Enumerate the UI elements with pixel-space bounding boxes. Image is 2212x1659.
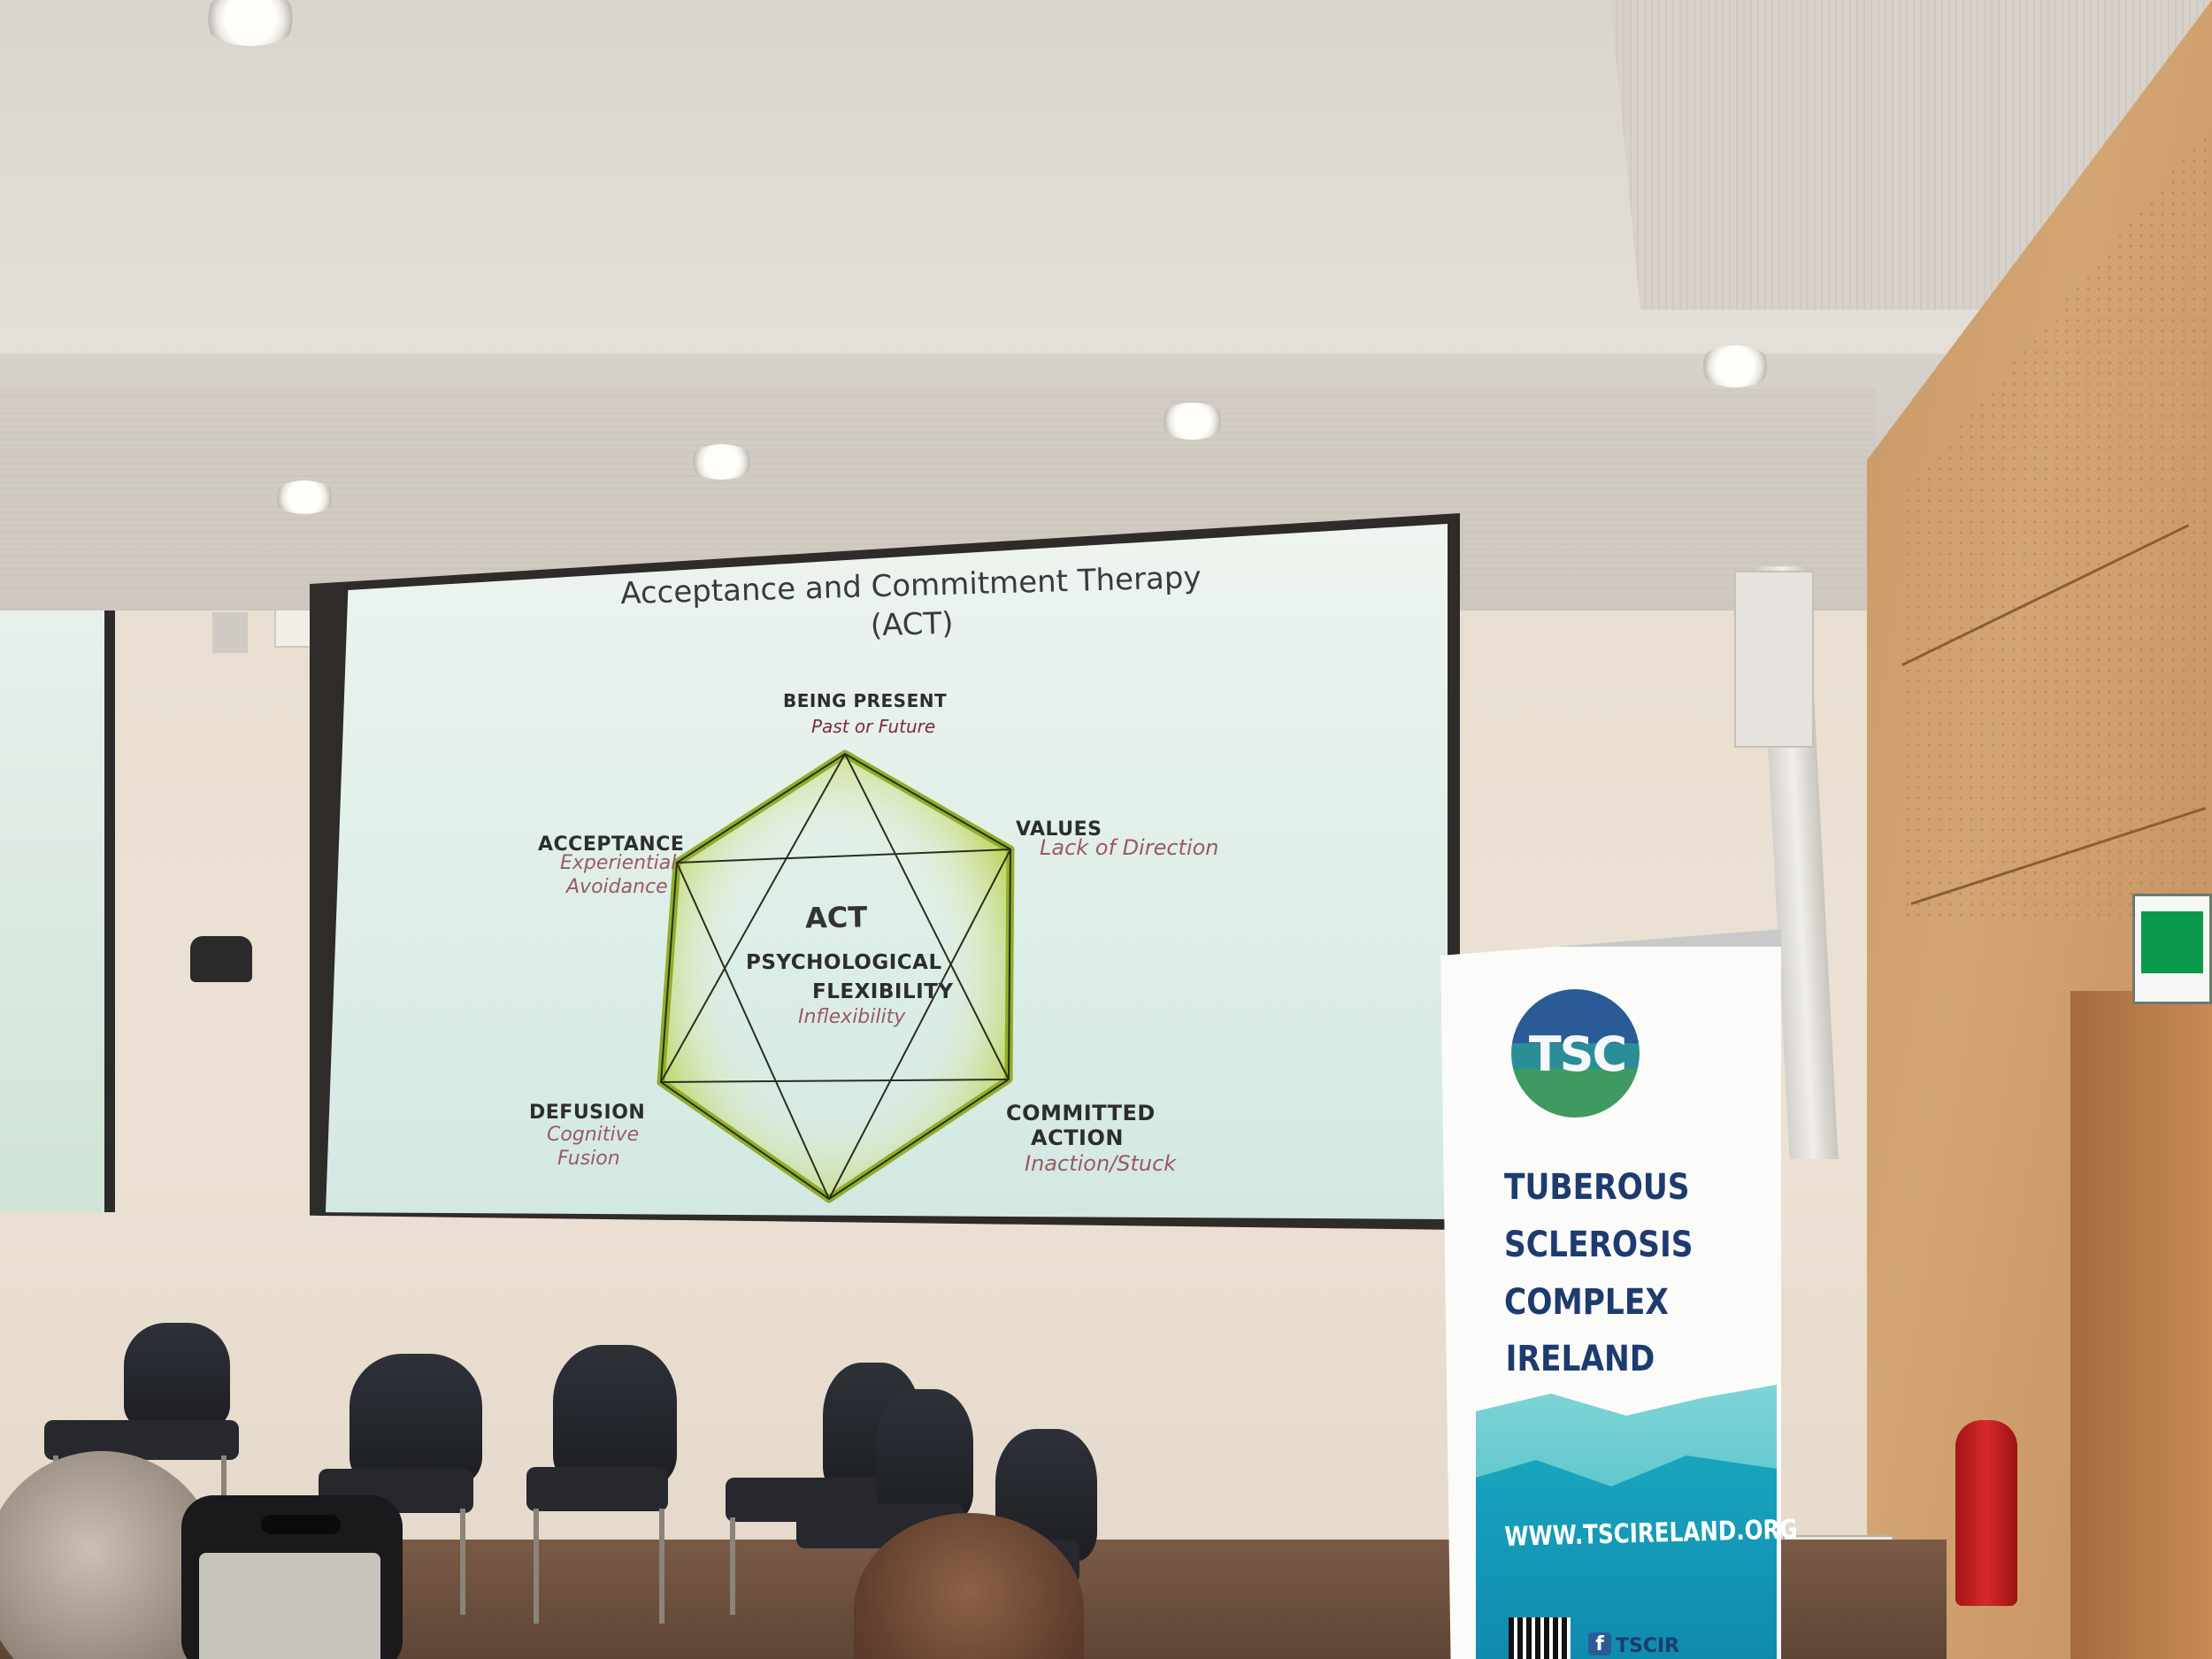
ptz-camera xyxy=(190,936,252,982)
tsc-logo xyxy=(1511,989,1640,1118)
values-label: VALUES xyxy=(1016,818,1102,841)
defusion-sub2: Fusion xyxy=(557,1148,620,1170)
banner-url: WWW.TSCIRELAND.ORG xyxy=(1504,1514,1799,1553)
banner-name-line: TUBEROUS xyxy=(1504,1167,1690,1208)
committed-label: COMMITTED xyxy=(1006,1101,1156,1125)
banner-organisation-name: TUBEROUS SCLEROSIS COMPLEX IRELAND xyxy=(1504,1159,1694,1388)
banner-social-handle: TSCIR xyxy=(1616,1635,1680,1657)
door[interactable] xyxy=(2070,991,2212,1659)
hexaflex-edge xyxy=(676,862,830,1200)
chair xyxy=(796,1389,973,1646)
exit-arrow-icon xyxy=(2141,911,2203,973)
hexaflex-edge xyxy=(828,849,1011,1200)
defusion-label: DEFUSION xyxy=(529,1102,646,1124)
chair xyxy=(319,1354,495,1619)
hexaflex-edge xyxy=(844,753,1010,1080)
banner-name-line: IRELAND xyxy=(1505,1339,1655,1380)
ceiling-light xyxy=(273,480,336,514)
hexaflex-edge xyxy=(660,753,846,1083)
values-sub: Lack of Direction xyxy=(1040,835,1219,860)
side-projection-screen xyxy=(0,611,115,1212)
wall-access-point xyxy=(274,609,313,648)
audience-head xyxy=(854,1513,1084,1659)
center-flexibility-label: FLEXIBILITY xyxy=(812,980,954,1003)
being-present-label: BEING PRESENT xyxy=(783,690,948,711)
chair xyxy=(526,1345,681,1628)
ceiling-light xyxy=(202,0,299,46)
fire-extinguisher xyxy=(1955,1420,2017,1606)
center-psychological-label: PSYCHOLOGICAL xyxy=(746,951,942,974)
being-present-sub: Past or Future xyxy=(811,716,936,737)
center-inflexibility-label: Inflexibility xyxy=(798,1006,906,1028)
tsc-logo-text: TSC xyxy=(1528,1026,1627,1082)
hexaflex-edge xyxy=(676,849,1011,864)
action-label: ACTION xyxy=(1031,1125,1124,1150)
banner-name-line: SCLEROSIS xyxy=(1504,1224,1694,1265)
acceptance-sub1: Experiential xyxy=(560,852,677,874)
ceiling-light xyxy=(1159,403,1225,440)
act-hexaflex-diagram xyxy=(657,749,1015,1203)
ceiling-light xyxy=(688,444,755,480)
defusion-sub1: Cognitive xyxy=(547,1124,640,1146)
facebook-icon: f xyxy=(1588,1632,1611,1655)
wall-sensor xyxy=(212,612,248,653)
banner-name-line: COMPLEX xyxy=(1504,1281,1669,1323)
acceptance-sub2: Avoidance xyxy=(566,876,668,898)
ceiling-light xyxy=(1699,345,1771,388)
chair xyxy=(27,1323,248,1526)
smartphone-camera-icon xyxy=(261,1515,341,1534)
committed-action-sub: Inaction/Stuck xyxy=(1025,1151,1177,1176)
wall-speaker xyxy=(1734,571,1814,748)
smartphone-screen xyxy=(199,1553,380,1659)
center-act-label: ACT xyxy=(804,900,868,935)
hexagon-outline xyxy=(657,749,1015,1203)
acceptance-label: ACCEPTANCE xyxy=(538,833,685,856)
qr-code-icon xyxy=(1509,1617,1571,1659)
hexaflex-edge xyxy=(660,1079,1010,1083)
